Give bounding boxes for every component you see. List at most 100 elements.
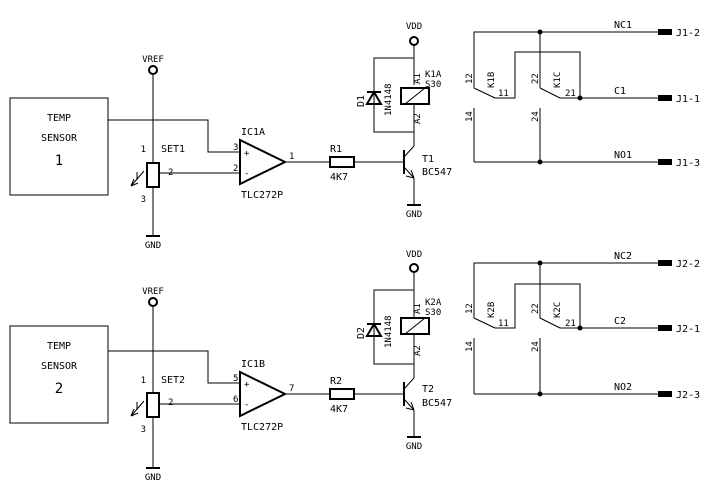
relay-coil-slash <box>404 87 426 105</box>
wire-diode-loop <box>373 57 414 133</box>
sensor-number: 2 <box>55 381 63 397</box>
switch-b-p12: 12 <box>465 73 475 84</box>
switch-b-p11: 11 <box>498 319 509 329</box>
vdd-label: VDD <box>406 22 422 32</box>
switch-b-p11: 11 <box>498 89 509 99</box>
transistor-collector <box>403 145 415 158</box>
junction-c <box>577 95 583 101</box>
vdd-terminal <box>409 263 419 273</box>
gnd-label: GND <box>145 473 161 483</box>
transistor-emitter <box>403 166 415 179</box>
transistor-emitter <box>403 398 415 411</box>
switch-c-p24: 24 <box>531 341 541 352</box>
switch-b-name: K2B <box>487 302 497 318</box>
coil-pin-a: A1 <box>413 303 423 314</box>
gnd-label-t: GND <box>406 442 422 452</box>
opamp-part: TLC272P <box>241 422 283 433</box>
vdd-terminal <box>409 36 419 46</box>
resistor-name: R1 <box>330 144 342 155</box>
diode-name: D1 <box>356 95 367 107</box>
switch-c-contact <box>539 87 561 99</box>
coil-part: S30 <box>425 308 441 318</box>
connector-c: J1-1 <box>676 94 700 105</box>
sensor-label-line1: TEMP <box>47 113 71 124</box>
coil-pin-b: A2 <box>413 345 423 356</box>
diode-part: 1N4148 <box>384 83 394 116</box>
net-no: NO2 <box>614 382 632 393</box>
switch-c-p22: 22 <box>531 73 541 84</box>
opamp-name: IC1A <box>241 127 265 138</box>
opamp-minus-sign: - <box>244 400 249 410</box>
channel-2: TEMP SENSOR 2 VREF GND SET2 1 2 3 IC1B T… <box>9 250 700 483</box>
wire-c-bridge <box>495 51 581 99</box>
opamp-name: IC1B <box>241 359 265 370</box>
connector-pin-nc <box>658 29 672 35</box>
coil-name: K2A <box>425 298 442 308</box>
vref-label: VREF <box>142 55 164 65</box>
opamp-out-pin: 7 <box>289 384 294 394</box>
potentiometer <box>146 392 160 418</box>
switch-c-contact <box>539 317 561 329</box>
pot-name: SET2 <box>161 375 185 386</box>
junction-c <box>577 325 583 331</box>
opamp-plus-pin: 3 <box>233 143 238 153</box>
switch-b-contact <box>473 87 496 99</box>
diode-name: D2 <box>356 327 367 339</box>
transistor-collector <box>403 377 415 390</box>
wire-nc <box>473 31 660 88</box>
switch-c-p24: 24 <box>531 111 541 122</box>
switch-b-p12: 12 <box>465 303 475 314</box>
switch-b-p14: 14 <box>465 341 475 352</box>
connector-pin-nc <box>658 260 672 266</box>
temp-sensor-box <box>9 325 109 424</box>
switch-b-contact <box>473 317 496 329</box>
junction-no <box>537 159 543 165</box>
channel-1: TEMP SENSOR 1 VREF GND SET1 1 2 3 IC1A T… <box>9 20 700 251</box>
resistor <box>329 388 355 400</box>
gnd-label: GND <box>145 241 161 251</box>
transistor-name: T1 <box>422 154 434 165</box>
transistor-part: BC547 <box>422 167 452 178</box>
connector-no: J1-3 <box>676 158 700 169</box>
connector-pin-no <box>658 391 672 397</box>
temp-sensor-box <box>9 97 109 196</box>
connector-pin-no <box>658 159 672 165</box>
wire-sensor-to-plus <box>108 119 230 153</box>
transistor-part: BC547 <box>422 398 452 409</box>
pot-pin1: 1 <box>141 376 146 386</box>
opamp-out-pin: 1 <box>289 152 294 162</box>
pot-pin3: 3 <box>141 195 146 205</box>
net-nc: NC2 <box>614 251 632 262</box>
net-c: C1 <box>614 86 626 97</box>
opamp-plus-sign: + <box>244 380 250 390</box>
opamp-ic1a <box>239 138 288 186</box>
resistor-value: 4K7 <box>330 404 348 415</box>
coil-pin-a: A1 <box>413 73 423 84</box>
coil-name: K1A <box>425 70 442 80</box>
opamp-part: TLC272P <box>241 190 283 201</box>
switch-b-name: K1B <box>487 72 497 88</box>
resistor-value: 4K7 <box>330 172 348 183</box>
diode-part: 1N4148 <box>384 315 394 348</box>
switch-b-p14: 14 <box>465 111 475 122</box>
sensor-label-line2: SENSOR <box>41 361 78 372</box>
sensor-label-line2: SENSOR <box>41 133 78 144</box>
connector-pin-c <box>658 95 672 101</box>
switch-c-p21: 21 <box>565 89 576 99</box>
switch-c-p21: 21 <box>565 319 576 329</box>
opamp-ic1b <box>239 370 288 418</box>
opamp-minus-pin: 6 <box>233 395 238 405</box>
gnd-label-t: GND <box>406 210 422 220</box>
pot-pin3: 3 <box>141 425 146 435</box>
resistor-name: R2 <box>330 376 342 387</box>
junction-nc <box>537 29 543 35</box>
diode-d2 <box>365 322 383 337</box>
coil-part: S30 <box>425 80 441 90</box>
pot-name: SET1 <box>161 144 185 155</box>
vref-label: VREF <box>142 287 164 297</box>
vref-terminal <box>148 65 158 75</box>
opamp-plus-pin: 5 <box>233 374 238 384</box>
wire-diode-loop <box>373 289 414 365</box>
junction-nc <box>537 260 543 266</box>
